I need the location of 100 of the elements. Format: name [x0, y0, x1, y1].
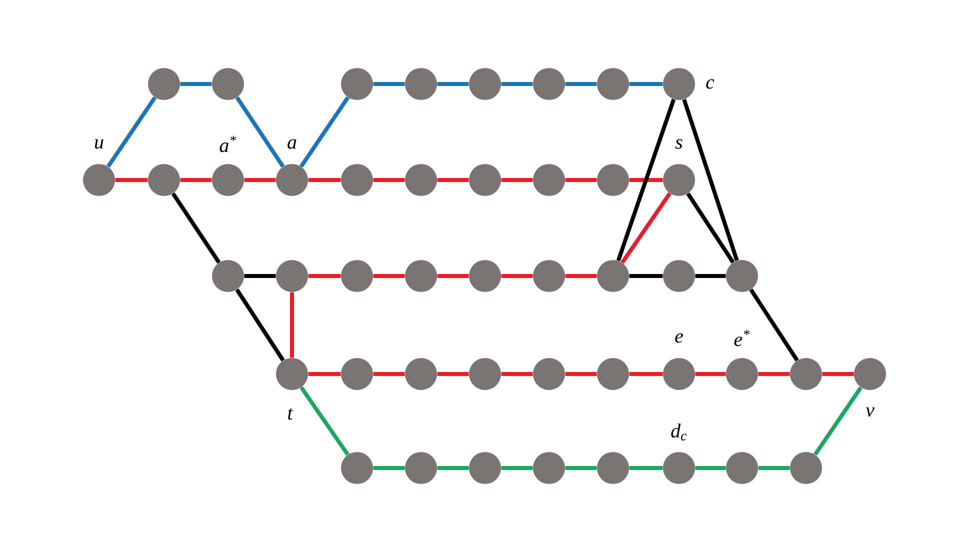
graph-edge	[437, 466, 469, 470]
graph-edge	[373, 372, 405, 376]
graph-vertex	[148, 164, 180, 196]
graph-vertex	[533, 452, 565, 484]
graph-edge	[629, 466, 663, 470]
graph-edge	[244, 274, 276, 278]
graph-edge	[373, 274, 405, 278]
vertex-label: d$_{c}$	[671, 424, 687, 440]
graph-edge	[695, 372, 726, 376]
graph-edge	[565, 82, 597, 86]
graph-vertex	[212, 68, 244, 100]
graph-edge	[686, 192, 735, 264]
graph-vertex	[663, 68, 695, 100]
graph-edge	[629, 274, 663, 278]
graph-vertex	[469, 68, 501, 100]
graph-edge	[235, 288, 285, 362]
graph-vertex	[341, 68, 373, 100]
graph-vertex	[148, 68, 180, 100]
graph-vertex	[726, 452, 758, 484]
graph-edge	[682, 98, 739, 262]
graph-vertex	[405, 452, 437, 484]
graph-edge	[565, 466, 597, 470]
graph-vertex	[726, 260, 758, 292]
graph-edge	[814, 386, 862, 456]
graph-vertex	[726, 358, 758, 390]
graph-vertex	[405, 68, 437, 100]
graph-vertex	[469, 260, 501, 292]
graph-edge	[501, 82, 533, 86]
graph-edge	[308, 274, 341, 278]
graph-vertex	[405, 358, 437, 390]
graph-edge	[629, 82, 663, 86]
graph-edge	[620, 192, 672, 264]
graph-edge	[308, 372, 341, 376]
graph-edge	[180, 178, 212, 182]
graph-vertex	[276, 358, 308, 390]
graph-vertex	[533, 358, 565, 390]
graph-vertex	[790, 358, 822, 390]
graph-vertex	[341, 164, 373, 196]
graph-vertex	[597, 68, 629, 100]
graph-vertex	[663, 452, 695, 484]
graph-edge	[299, 96, 350, 168]
graph-edge	[695, 466, 726, 470]
graph-vertex	[533, 260, 565, 292]
graph-edge	[501, 372, 533, 376]
graph-edge	[437, 372, 469, 376]
graph-vertex	[276, 260, 308, 292]
graph-vertex	[597, 260, 629, 292]
graph-edge	[290, 292, 294, 358]
graph-vertex	[533, 68, 565, 100]
graph-edge	[437, 274, 469, 278]
graph-edge	[758, 372, 790, 376]
graph-vertex	[533, 164, 565, 196]
graph-vertex	[212, 164, 244, 196]
graph-edge	[373, 178, 405, 182]
graph-edge	[616, 98, 676, 262]
graph-vertex	[212, 260, 244, 292]
graph-vertex	[597, 452, 629, 484]
graph-edge	[501, 178, 533, 182]
graph-vertex	[790, 452, 822, 484]
graph-vertex	[469, 164, 501, 196]
graph-vertex	[469, 358, 501, 390]
graph-edge	[373, 466, 405, 470]
vertex-label: c	[706, 79, 714, 89]
vertex-label: a	[288, 139, 296, 149]
graph-vertex	[469, 452, 501, 484]
graph-vertex	[597, 164, 629, 196]
graph-edge	[565, 372, 597, 376]
graph-vertex	[341, 452, 373, 484]
graph-vertex	[597, 358, 629, 390]
graph-edge	[300, 386, 350, 456]
vertex-label: e$^{*}$	[734, 330, 750, 346]
graph-edge	[437, 178, 469, 182]
graph-edge	[244, 178, 276, 182]
graph-vertex	[341, 260, 373, 292]
graph-edge	[822, 372, 854, 376]
graph-vertex	[83, 164, 115, 196]
graph-vertex	[276, 164, 308, 196]
graph-edge	[373, 82, 405, 86]
graph-edge	[501, 274, 533, 278]
graph-vertex	[405, 260, 437, 292]
graph-edge	[501, 466, 533, 470]
graph-vertex	[663, 164, 695, 196]
graph-vertex	[663, 260, 695, 292]
vertex-label: e	[675, 333, 683, 343]
graph-edge	[180, 82, 212, 86]
graph-vertex	[405, 164, 437, 196]
graph-edge	[106, 96, 157, 168]
graph-edge	[115, 178, 148, 182]
vertex-label: a$^{*}$	[220, 136, 236, 152]
graph-vertex	[663, 358, 695, 390]
graph-edge	[629, 178, 663, 182]
vertex-label: s	[675, 139, 682, 149]
graph-edge	[565, 274, 597, 278]
graph-edge	[749, 288, 799, 362]
graph-edge	[171, 192, 221, 264]
graph-edge	[758, 466, 790, 470]
graph-edge	[629, 372, 663, 376]
graph-edge	[308, 178, 341, 182]
graph-vertex	[341, 358, 373, 390]
graph-edge	[695, 274, 726, 278]
